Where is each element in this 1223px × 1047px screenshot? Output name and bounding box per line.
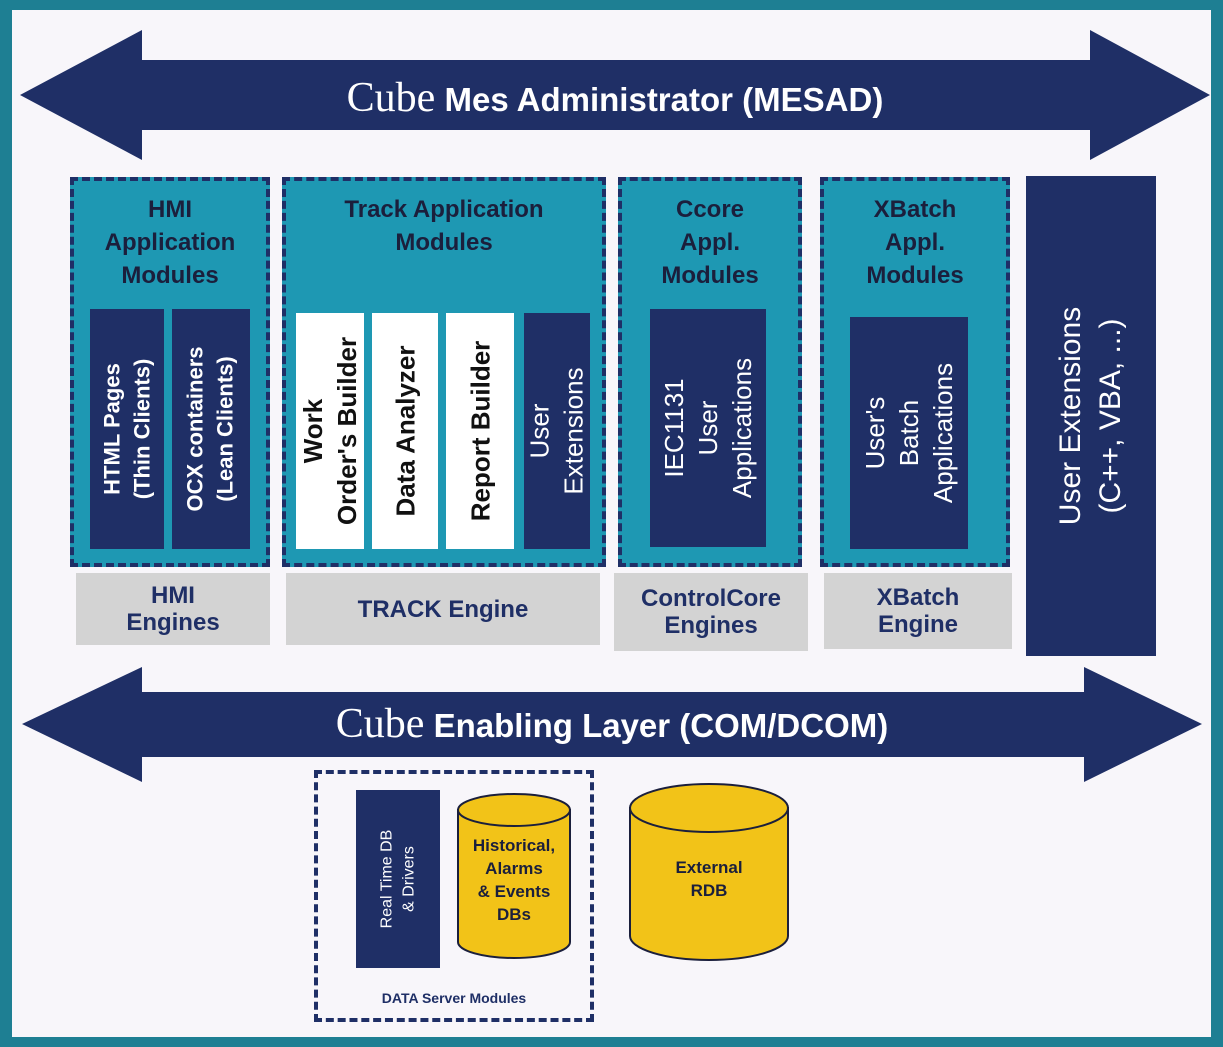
mesad-arrow-shape [20,30,1210,160]
ccore-appl-modules: Ccore Appl. Modules IEC1131 User Applica… [618,177,802,567]
track-engine: TRACK Engine [286,573,600,645]
ocx-containers-box: OCX containers (Lean Clients) [172,309,250,549]
data-server-modules-label: DATA Server Modules [381,990,527,1006]
html-pages-box: HTML Pages (Thin Clients) [90,309,164,549]
enabling-layer-label: Cube Enabling Layer (COM/DCOM) [22,700,1202,748]
hmi-application-modules: HMI Application Modules HTML Pages (Thin… [70,177,270,567]
historical-db-cylinder: Historical, Alarms & Events DBs [456,792,572,960]
xbatch-engine: XBatch Engine [824,573,1012,649]
realtime-db-label: Real Time DB & Drivers [378,829,418,929]
realtime-db-box: Real Time DB & Drivers [356,790,440,968]
mesad-title: Mes Administrator (MESAD) [444,81,884,118]
report-builder-box: Report Builder [446,313,514,549]
enabling-layer-title: Enabling Layer (COM/DCOM) [433,707,889,744]
track-application-modules: Track Application Modules Work Order's B… [282,177,606,567]
user-extensions-label: User Extensions (C++, VBA, ...) [1054,306,1127,526]
work-orders-builder-box: Work Order's Builder [296,313,364,549]
historical-db-label: Historical, Alarms & Events DBs [472,836,556,924]
mesad-arrow: Cube Mes Administrator (MESAD) [20,20,1210,170]
track-modules-title: Track Application Modules [344,196,544,256]
data-analyzer-box: Data Analyzer [372,313,438,549]
hmi-engines: HMI Engines [76,573,270,645]
enabling-layer-arrow: Cube Enabling Layer (COM/DCOM) [22,662,1202,787]
iec1131-label: IEC1131 User Applications [659,357,758,499]
report-builder-label: Report Builder [465,340,496,522]
historical-db-cylinder-shape [457,793,571,959]
enabling-layer-arrow-shape [22,667,1202,782]
data-analyzer-label: Data Analyzer [390,345,420,517]
ocx-containers-label: OCX containers (Lean Clients) [183,346,239,512]
html-pages-label: HTML Pages (Thin Clients) [99,358,155,500]
xbatch-appl-modules: XBatch Appl. Modules User's Batch Applic… [820,177,1010,567]
xbatch-modules-title: XBatch Appl. Modules [866,196,964,289]
ccore-modules-title: Ccore Appl. Modules [661,196,759,289]
work-orders-builder-label: Work Order's Builder [298,336,363,526]
data-server-modules: Real Time DB & Drivers Historical, Alarm… [314,770,594,1022]
cube-brand: Cube [346,75,436,121]
external-rdb-label: External RDB [675,858,743,900]
external-rdb-cylinder: External RDB [628,782,790,962]
cube-brand-bottom: Cube [335,701,425,747]
controlcore-engines: ControlCore Engines [614,573,808,651]
hmi-modules-title: HMI Application Modules [104,196,236,289]
track-user-extensions-box: User Extensions [524,313,590,549]
iec1131-box: IEC1131 User Applications [650,309,766,547]
users-batch-box: User's Batch Applications [850,317,968,549]
external-rdb-cylinder-shape [629,783,789,961]
users-batch-label: User's Batch Applications [860,362,959,504]
architecture-diagram: Cube Mes Administrator (MESAD) HMI Appli… [12,10,1211,1037]
user-extensions-column: User Extensions (C++, VBA, ...) [1026,176,1156,656]
track-user-extensions-label: User Extensions [525,367,589,495]
mesad-label: Cube Mes Administrator (MESAD) [20,74,1210,122]
